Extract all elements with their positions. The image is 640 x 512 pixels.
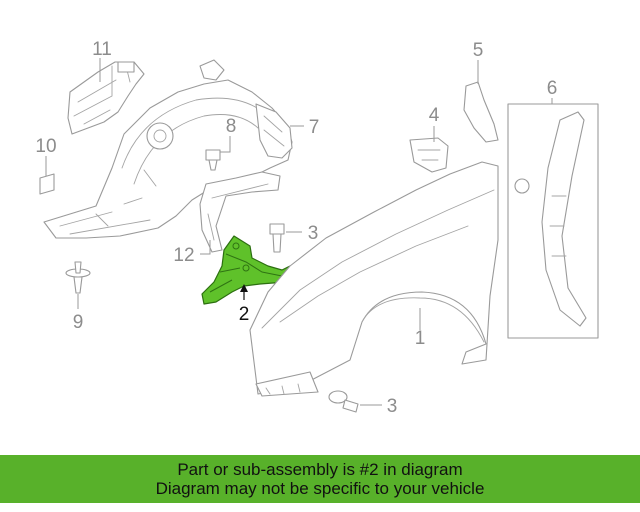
callout-11: 11 [92,39,112,60]
callout-12: 12 [173,245,194,266]
part-11-bracket [67,61,145,135]
leader-lines [45,58,553,406]
callout-3-upper: 3 [308,223,319,244]
part-1-front-fender [249,161,499,397]
fender-liner [43,59,293,239]
info-banner: Part or sub-assembly is #2 in diagram Di… [0,455,640,503]
part-7-liner-rear [255,103,293,159]
banner-line-part-number: Part or sub-assembly is #2 in diagram [177,460,463,479]
callout-5: 5 [473,40,484,61]
part-8-clip [205,149,221,171]
part-10-clip [39,173,55,195]
callout-1: 1 [415,328,426,349]
part-4-bracket [409,137,449,173]
part-12-bracket [199,171,281,253]
part-3-bolt-upper [269,223,285,253]
callout-10: 10 [35,136,56,157]
callout-4: 4 [429,105,440,126]
callout-7: 7 [309,117,320,138]
parts-diagram: 11 10 7 8 9 12 3 3 1 4 5 6 2 [35,39,599,417]
callout-6: 6 [547,78,558,99]
callout-2: 2 [239,304,250,325]
part-6-seal-group [507,103,599,339]
part-9-pin [65,261,91,294]
callout-3-lower: 3 [387,396,398,417]
callout-9: 9 [73,312,84,333]
part-3-bolt-lower [328,390,359,413]
callout-8: 8 [226,116,237,137]
part-5-mount [463,81,499,143]
banner-line-disclaimer: Diagram may not be specific to your vehi… [155,479,485,498]
